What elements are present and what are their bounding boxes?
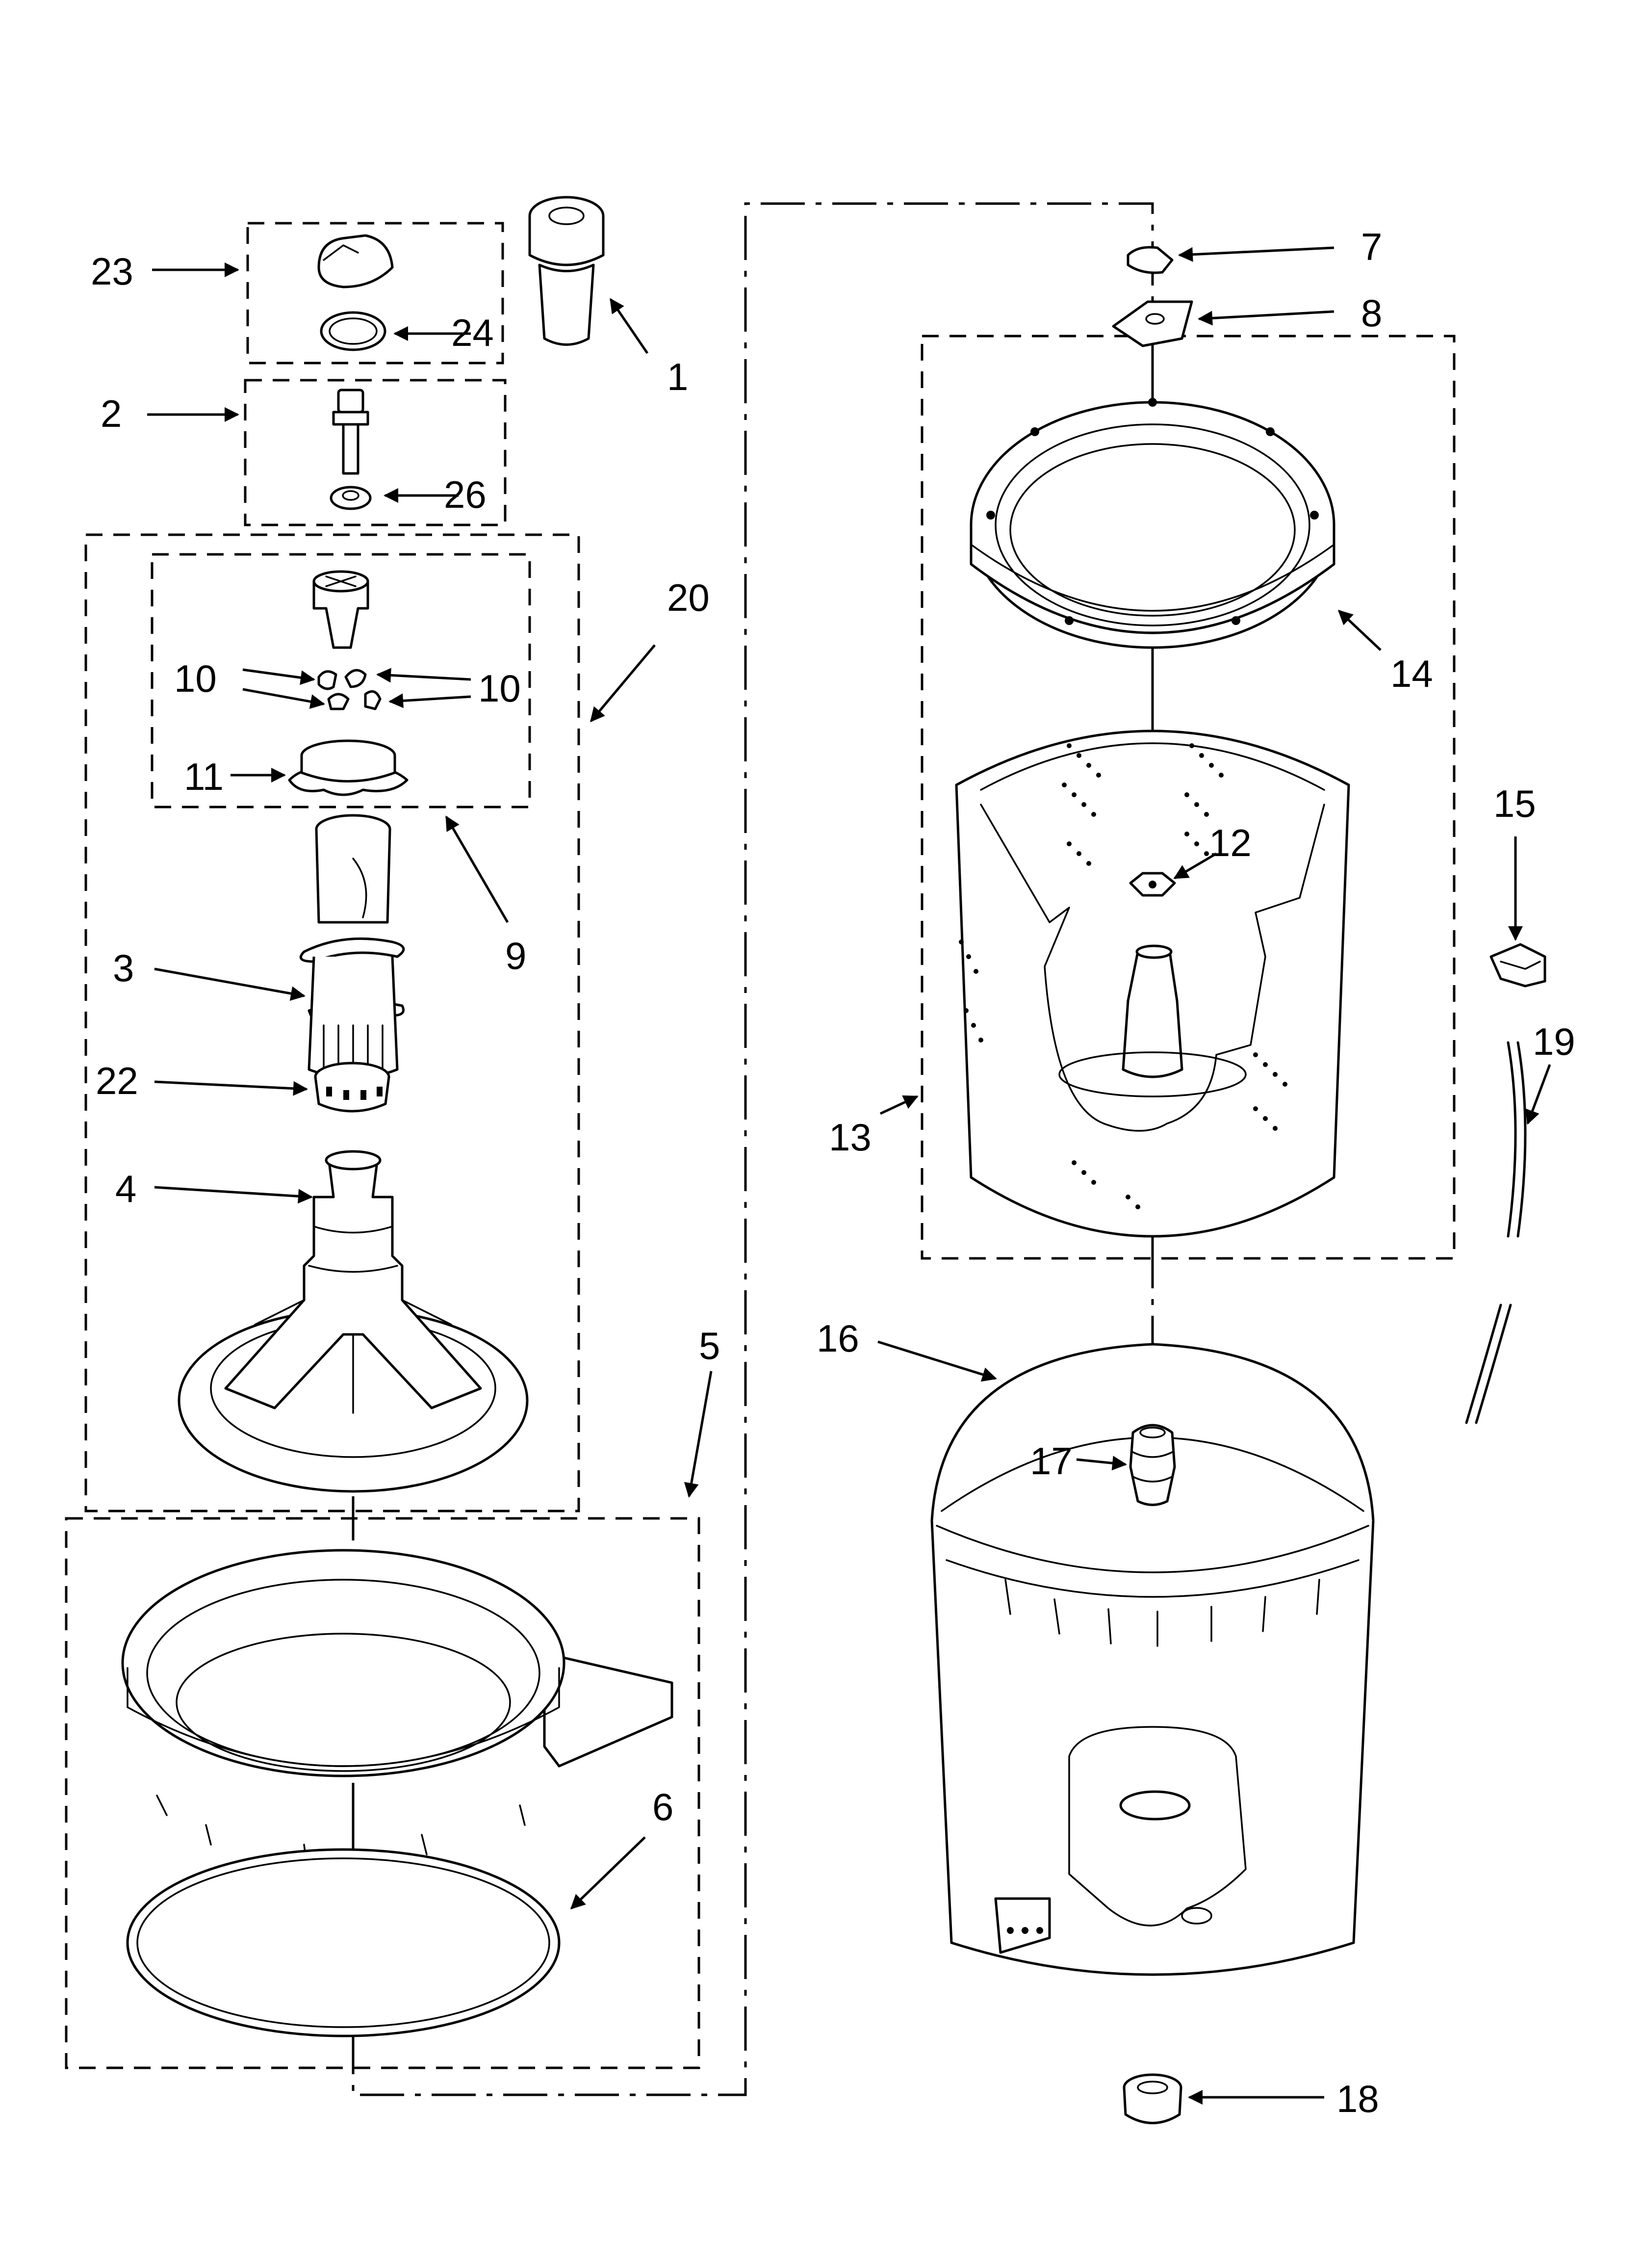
part-14-balance-ring <box>970 398 1335 649</box>
part-24-o-ring-inner <box>329 317 378 345</box>
callout-17: 17 <box>1030 1439 1073 1483</box>
callout-7: 7 <box>1361 225 1382 268</box>
group-box-5 <box>65 1517 700 2069</box>
part-15-clip <box>1489 943 1546 988</box>
callout-15: 15 <box>1493 782 1536 825</box>
part-1-dispenser <box>528 196 605 346</box>
callout-19: 19 <box>1533 1020 1575 1063</box>
part-10-dogs <box>317 669 382 710</box>
callout-23: 23 <box>91 250 133 293</box>
part-4-agitator <box>178 1150 529 1493</box>
part-13-basket <box>955 730 1350 1238</box>
group-box-2 <box>244 379 507 526</box>
callout-6: 6 <box>652 1785 673 1828</box>
callout-8: 8 <box>1361 291 1382 335</box>
callout-11: 11 <box>184 755 224 798</box>
part-22-bearing <box>314 1062 390 1113</box>
part-8-plate <box>1112 300 1193 347</box>
callout-24: 24 <box>451 311 494 354</box>
part-16-outer-tub <box>930 1343 1375 1976</box>
callout-26: 26 <box>444 473 487 516</box>
callout-16: 16 <box>817 1317 859 1360</box>
callout-10-a: 10 <box>174 657 217 700</box>
part-11-cam-plate <box>288 739 409 796</box>
callout-12: 12 <box>1209 821 1252 864</box>
callout-1: 1 <box>667 355 688 398</box>
callout-13: 13 <box>829 1116 872 1159</box>
part-18-plug <box>1123 2073 1182 2124</box>
part-19-hose <box>1465 1041 1527 1424</box>
part-2-bolt <box>332 389 369 475</box>
callout-4: 4 <box>115 1167 136 1210</box>
group-box-9 <box>151 553 531 808</box>
callout-9: 9 <box>505 934 526 977</box>
callout-2: 2 <box>101 392 122 435</box>
part-26-washer <box>330 486 372 510</box>
callout-20: 20 <box>667 576 710 619</box>
callout-18: 18 <box>1336 2077 1379 2120</box>
part-17-drive-block <box>1129 1424 1176 1506</box>
part-23-cap <box>317 234 394 288</box>
callout-10-b: 10 <box>478 667 521 710</box>
leader-arrows <box>147 246 1551 2105</box>
part-5-tub-ring <box>121 1549 673 1865</box>
callout-22: 22 <box>96 1059 138 1102</box>
callout-5: 5 <box>699 1324 720 1367</box>
callout-3: 3 <box>113 946 134 990</box>
part-9-cam-assembly <box>312 570 369 649</box>
part-3-auger <box>299 814 405 1080</box>
callout-14: 14 <box>1390 652 1433 695</box>
group-box-13-14 <box>921 335 1456 1260</box>
group-box-23 <box>246 222 504 365</box>
part-7-clip <box>1127 246 1174 274</box>
group-box-20 <box>84 533 580 1512</box>
part-6-seal-ring <box>126 1848 561 2037</box>
